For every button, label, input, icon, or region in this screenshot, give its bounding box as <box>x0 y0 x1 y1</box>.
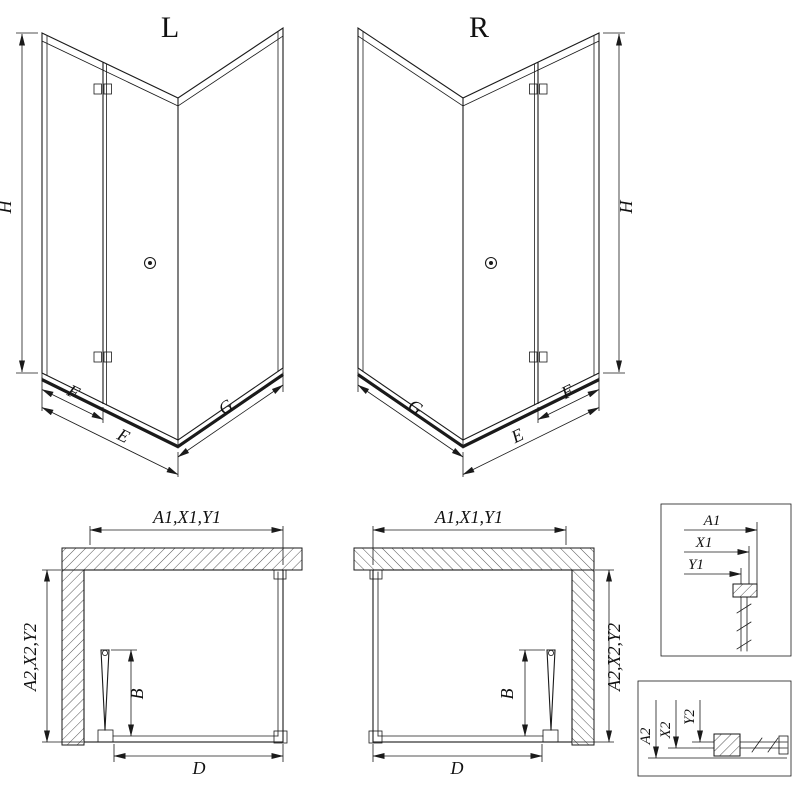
dim-label-e-right: E <box>507 424 527 447</box>
detail-x2-label: X2 <box>658 721 674 739</box>
plan-left-d-label: D <box>192 758 206 778</box>
dim-label-g-left: G <box>215 395 237 419</box>
detail-top-frame <box>660 503 792 657</box>
plan-right-b-label: B <box>497 689 517 700</box>
detail-view-bottom: A2 X2 Y2 <box>637 680 792 777</box>
dim-label-e-left: E <box>113 424 133 447</box>
detail-bottom-dimensions <box>648 700 787 759</box>
detail-y2-label: Y2 <box>682 709 698 725</box>
view-title-right: R <box>469 11 489 44</box>
plan-view-left: A1,X1,Y1 A2,X2,Y2 B D <box>20 507 302 778</box>
detail-top-profile <box>732 583 758 652</box>
plan-right-top-label: A1,X1,Y1 <box>434 507 503 527</box>
plan-view-right: A1,X1,Y1 A2,X2,Y2 B D <box>354 507 624 778</box>
detail-y1-label: Y1 <box>688 557 704 573</box>
detail-view-top: A1 X1 Y1 <box>660 503 792 657</box>
dim-label-h-left: H <box>0 200 15 215</box>
dim-label-h-right: H <box>616 200 636 215</box>
plan-left-side-label: A2,X2,Y2 <box>20 623 40 692</box>
detail-a2-label: A2 <box>638 727 654 745</box>
detail-x1-label: X1 <box>695 535 713 551</box>
perspective-view-left: L H F E G <box>0 11 283 477</box>
view-title-left: L <box>161 11 179 44</box>
detail-bottom-frame <box>637 680 792 777</box>
detail-top-dimensions <box>684 522 758 584</box>
detail-a1-label: A1 <box>703 513 721 529</box>
plan-left-b-label: B <box>127 689 147 700</box>
plan-right-side-label: A2,X2,Y2 <box>604 623 624 692</box>
dim-label-g-right: G <box>404 395 426 419</box>
plan-right-d-label: D <box>450 758 464 778</box>
perspective-view-right: R H F E G <box>358 11 636 477</box>
plan-left-top-label: A1,X1,Y1 <box>152 507 221 527</box>
detail-bottom-profile <box>699 733 789 757</box>
